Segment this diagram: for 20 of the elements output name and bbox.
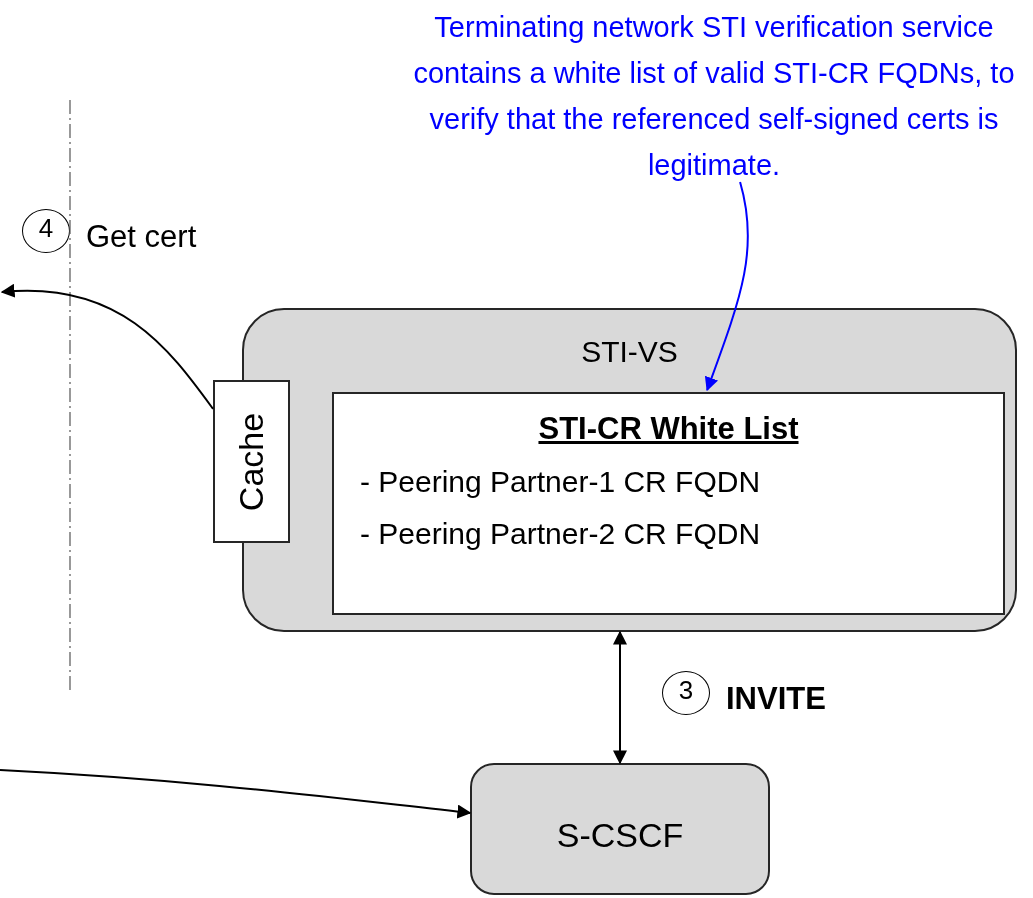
list-item: - Peering Partner-2 CR FQDN [360, 516, 762, 552]
list-heading: STI-CR White List [537, 410, 800, 448]
step-number-circle [662, 671, 710, 715]
step-label: Get cert [86, 218, 197, 256]
step-number-circle [22, 209, 70, 253]
leader-line [704, 181, 749, 392]
box-label: S-CSCF [556, 815, 684, 855]
cache-box [213, 380, 290, 543]
box-label: Cache [231, 412, 272, 511]
step-label: INVITE [726, 680, 826, 718]
arrow [0, 769, 472, 819]
list-box [332, 392, 1005, 615]
annotation-text: Terminating network STI verification service contains a white list of valid STI-CR FQDNs, to verify that the referenced self-signed certs is legitimate. [405, 4, 1023, 182]
arrow [0, 284, 214, 410]
list-item: - Peering Partner-1 CR FQDN [360, 464, 762, 500]
arrow [613, 630, 627, 765]
box-title: STI-VS [580, 334, 679, 370]
step-number: 3 [678, 676, 694, 704]
server-box [470, 763, 770, 895]
step-number: 4 [38, 214, 54, 242]
